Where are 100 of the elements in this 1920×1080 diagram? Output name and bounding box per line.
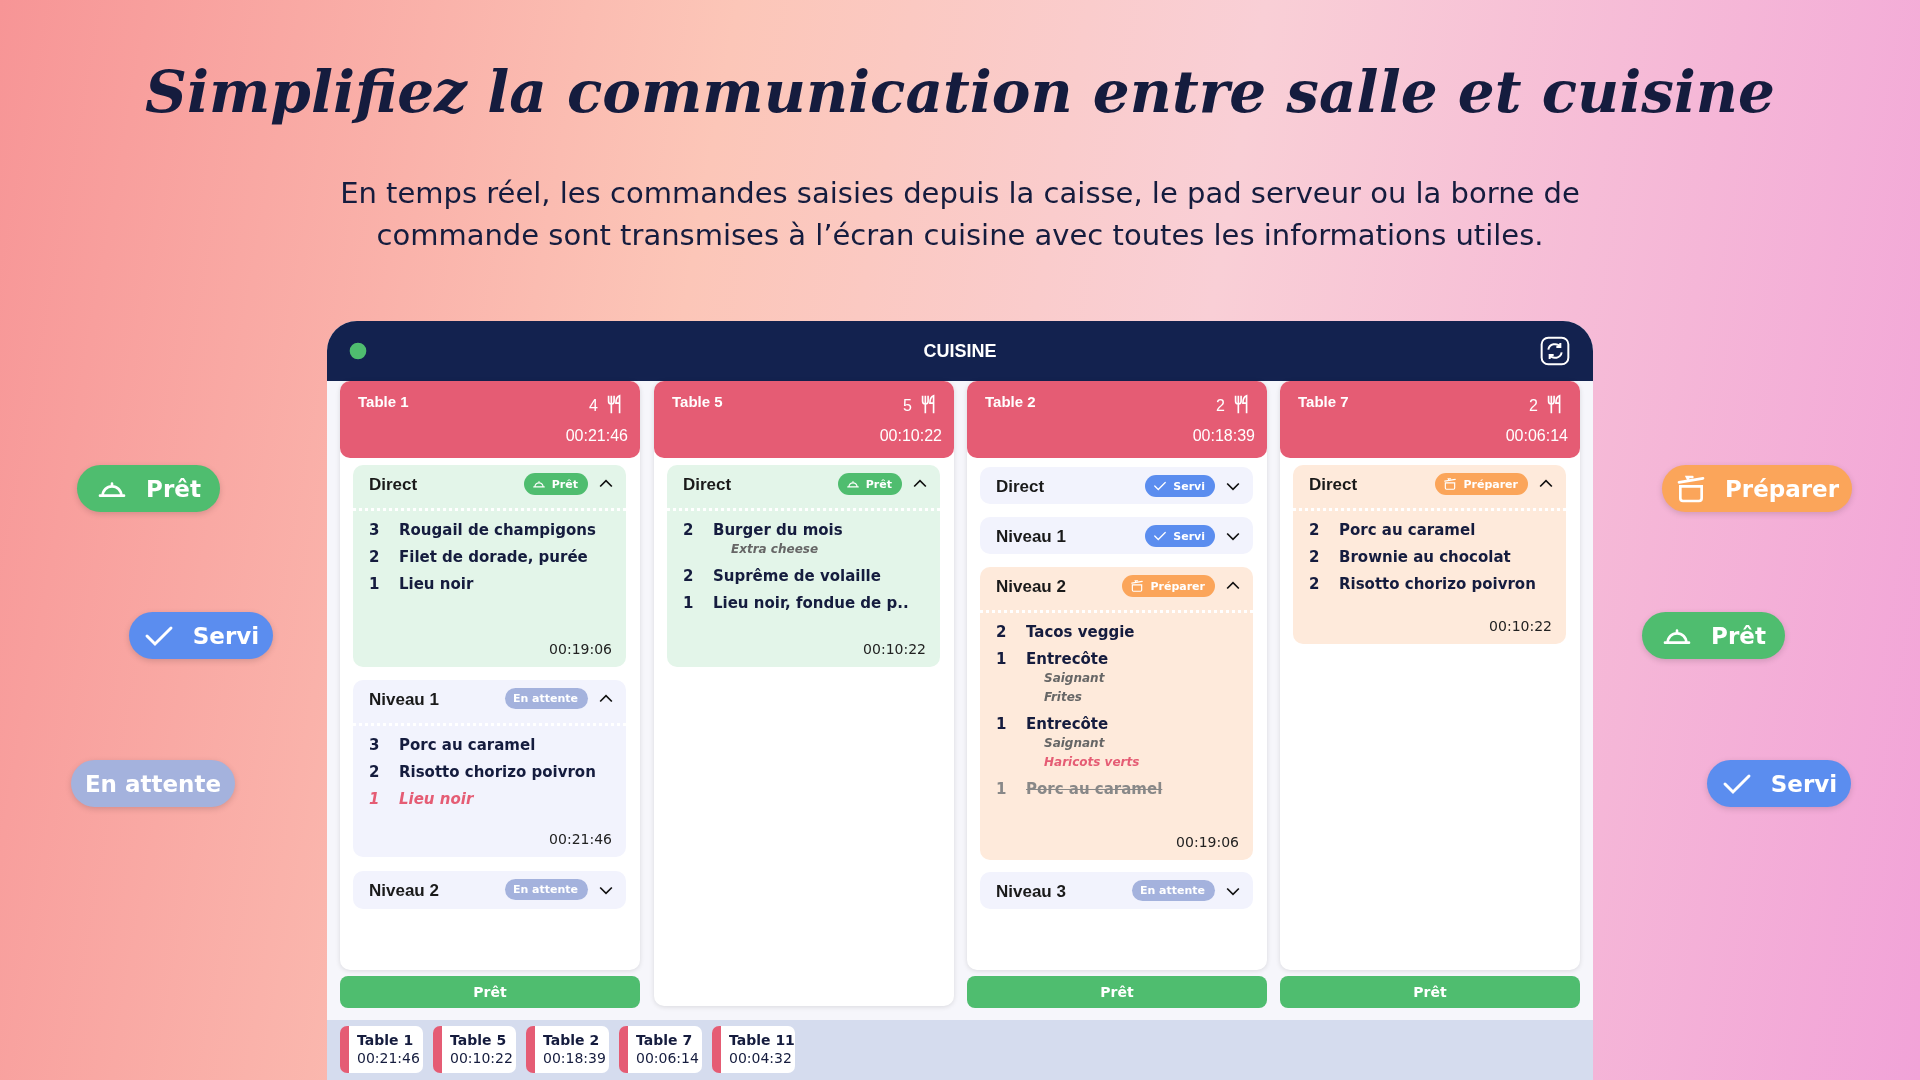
ready-button: Prêt <box>967 976 1267 1008</box>
item-quantity: 3 <box>369 736 381 754</box>
elapsed-time: 00:18:39 <box>1192 427 1255 445</box>
item-name: Burger du mois <box>713 521 843 539</box>
item-quantity: 2 <box>683 567 695 585</box>
status-badge: Préparer <box>1435 473 1528 495</box>
order-section <box>353 465 626 667</box>
section-title: Niveau 2 <box>369 881 439 901</box>
order-section <box>980 567 1253 860</box>
item-quantity: 2 <box>996 623 1008 641</box>
table-name: Table 2 <box>543 1031 601 1049</box>
item-quantity: 2 <box>1309 575 1321 593</box>
item-quantity: 2 <box>683 521 695 539</box>
guest-count: 2 <box>1529 397 1538 415</box>
section-time: 00:10:22 <box>1489 618 1552 634</box>
elapsed-time: 00:18:39 <box>543 1049 607 1067</box>
table-tab <box>433 1026 516 1073</box>
elapsed-time: 00:10:22 <box>879 427 942 445</box>
status-badge: En attente <box>504 688 588 709</box>
elapsed-time: 00:21:46 <box>565 427 628 445</box>
guest-count: 5 <box>903 397 912 415</box>
table-name: Table 2 <box>985 393 1036 410</box>
section-title: Niveau 1 <box>996 527 1066 547</box>
guest-count: 4 <box>589 397 598 415</box>
item-name: Tacos veggie <box>1026 623 1135 641</box>
order-section <box>667 465 940 667</box>
elapsed-time: 00:04:32 <box>729 1049 793 1067</box>
order-section <box>353 680 626 857</box>
guest-count: 2 <box>1216 397 1225 415</box>
item-name: Risotto chorizo poivron <box>399 763 596 781</box>
elapsed-time: 00:21:46 <box>357 1049 421 1067</box>
order-column <box>654 381 954 1006</box>
item-quantity: 2 <box>1309 548 1321 566</box>
item-quantity: 2 <box>1309 521 1321 539</box>
item-name: Risotto chorizo poivron <box>1339 575 1536 593</box>
table-tab <box>340 1026 423 1073</box>
elapsed-time: 00:06:14 <box>1505 427 1568 445</box>
subtitle-paragraph: En temps réel, les commandes saisies depuis la caisse, le pad serveur ou la borne de commande sont transmises à l’écran cuisine avec toutes les informations utiles. <box>339 175 1581 254</box>
table-name: Table 5 <box>672 393 723 410</box>
item-quantity: 1 <box>369 575 381 593</box>
status-badge: Servi <box>1145 475 1215 497</box>
item-name: Porc au caramel <box>399 736 536 754</box>
item-name: Porc au caramel <box>1339 521 1476 539</box>
item-quantity: 2 <box>369 548 381 566</box>
order-column <box>967 381 1267 970</box>
item-note: Saignant <box>1044 736 1105 750</box>
table-name: Table 5 <box>450 1031 508 1049</box>
order-column <box>1280 381 1580 970</box>
item-note: Extra cheese <box>731 542 819 556</box>
item-name: Entrecôte <box>1026 650 1109 668</box>
item-name: Brownie au chocolat <box>1339 548 1511 566</box>
item-note: Saignant <box>1044 671 1105 685</box>
item-name: Entrecôte <box>1026 715 1109 733</box>
order-section <box>1293 465 1566 644</box>
status-badge: En attente <box>1131 880 1215 901</box>
elapsed-time: 00:06:14 <box>636 1049 700 1067</box>
section-title: Direct <box>996 477 1045 497</box>
status-badge: En attente <box>504 879 588 900</box>
status-badge: Préparer <box>1662 465 1852 512</box>
section-title: Direct <box>369 475 418 495</box>
item-name: Lieu noir <box>399 790 474 808</box>
item-note: Frites <box>1044 690 1082 704</box>
item-quantity: 1 <box>996 780 1008 798</box>
item-name: Filet de dorade, purée <box>399 548 588 566</box>
headline: Simplifiez la communication entre salle et cuisine <box>145 58 1775 126</box>
item-note: Haricots verts <box>1044 755 1140 769</box>
item-name: Lieu noir <box>399 575 474 593</box>
order-section <box>980 467 1253 504</box>
item-quantity: 1 <box>996 715 1008 733</box>
item-quantity: 1 <box>996 650 1008 668</box>
item-name: Suprême de volaille <box>713 567 881 585</box>
status-badge: Préparer <box>1122 575 1215 597</box>
section-title: Direct <box>683 475 732 495</box>
item-name: Lieu noir, fondue de p.. <box>713 594 909 612</box>
table-name: Table 11 <box>729 1031 795 1049</box>
item-quantity: 1 <box>369 790 381 808</box>
order-section <box>353 871 626 909</box>
status-badge: Servi <box>1707 760 1851 807</box>
section-time: 00:19:06 <box>1176 834 1239 850</box>
table-name: Table 1 <box>357 1031 415 1049</box>
status-badge: Servi <box>129 612 273 659</box>
order-section <box>980 872 1253 909</box>
item-quantity: 3 <box>369 521 381 539</box>
screen-title: CUISINE <box>923 341 997 362</box>
table-name: Table 1 <box>358 393 409 410</box>
status-badge: En attente <box>71 760 235 807</box>
table-name: Table 7 <box>636 1031 694 1049</box>
table-tab <box>526 1026 609 1073</box>
table-tab <box>712 1026 795 1073</box>
table-name: Table 7 <box>1298 393 1349 410</box>
status-badge: Prêt <box>837 473 902 495</box>
item-quantity: 2 <box>369 763 381 781</box>
kitchen-screen <box>327 321 1593 1080</box>
section-title: Niveau 2 <box>996 577 1066 597</box>
item-name: Porc au caramel <box>1026 780 1163 798</box>
section-time: 00:21:46 <box>549 831 612 847</box>
section-title: Niveau 1 <box>369 690 439 710</box>
ready-button: Prêt <box>340 976 640 1008</box>
status-badge: Prêt <box>523 473 588 495</box>
section-title: Niveau 3 <box>996 882 1066 902</box>
